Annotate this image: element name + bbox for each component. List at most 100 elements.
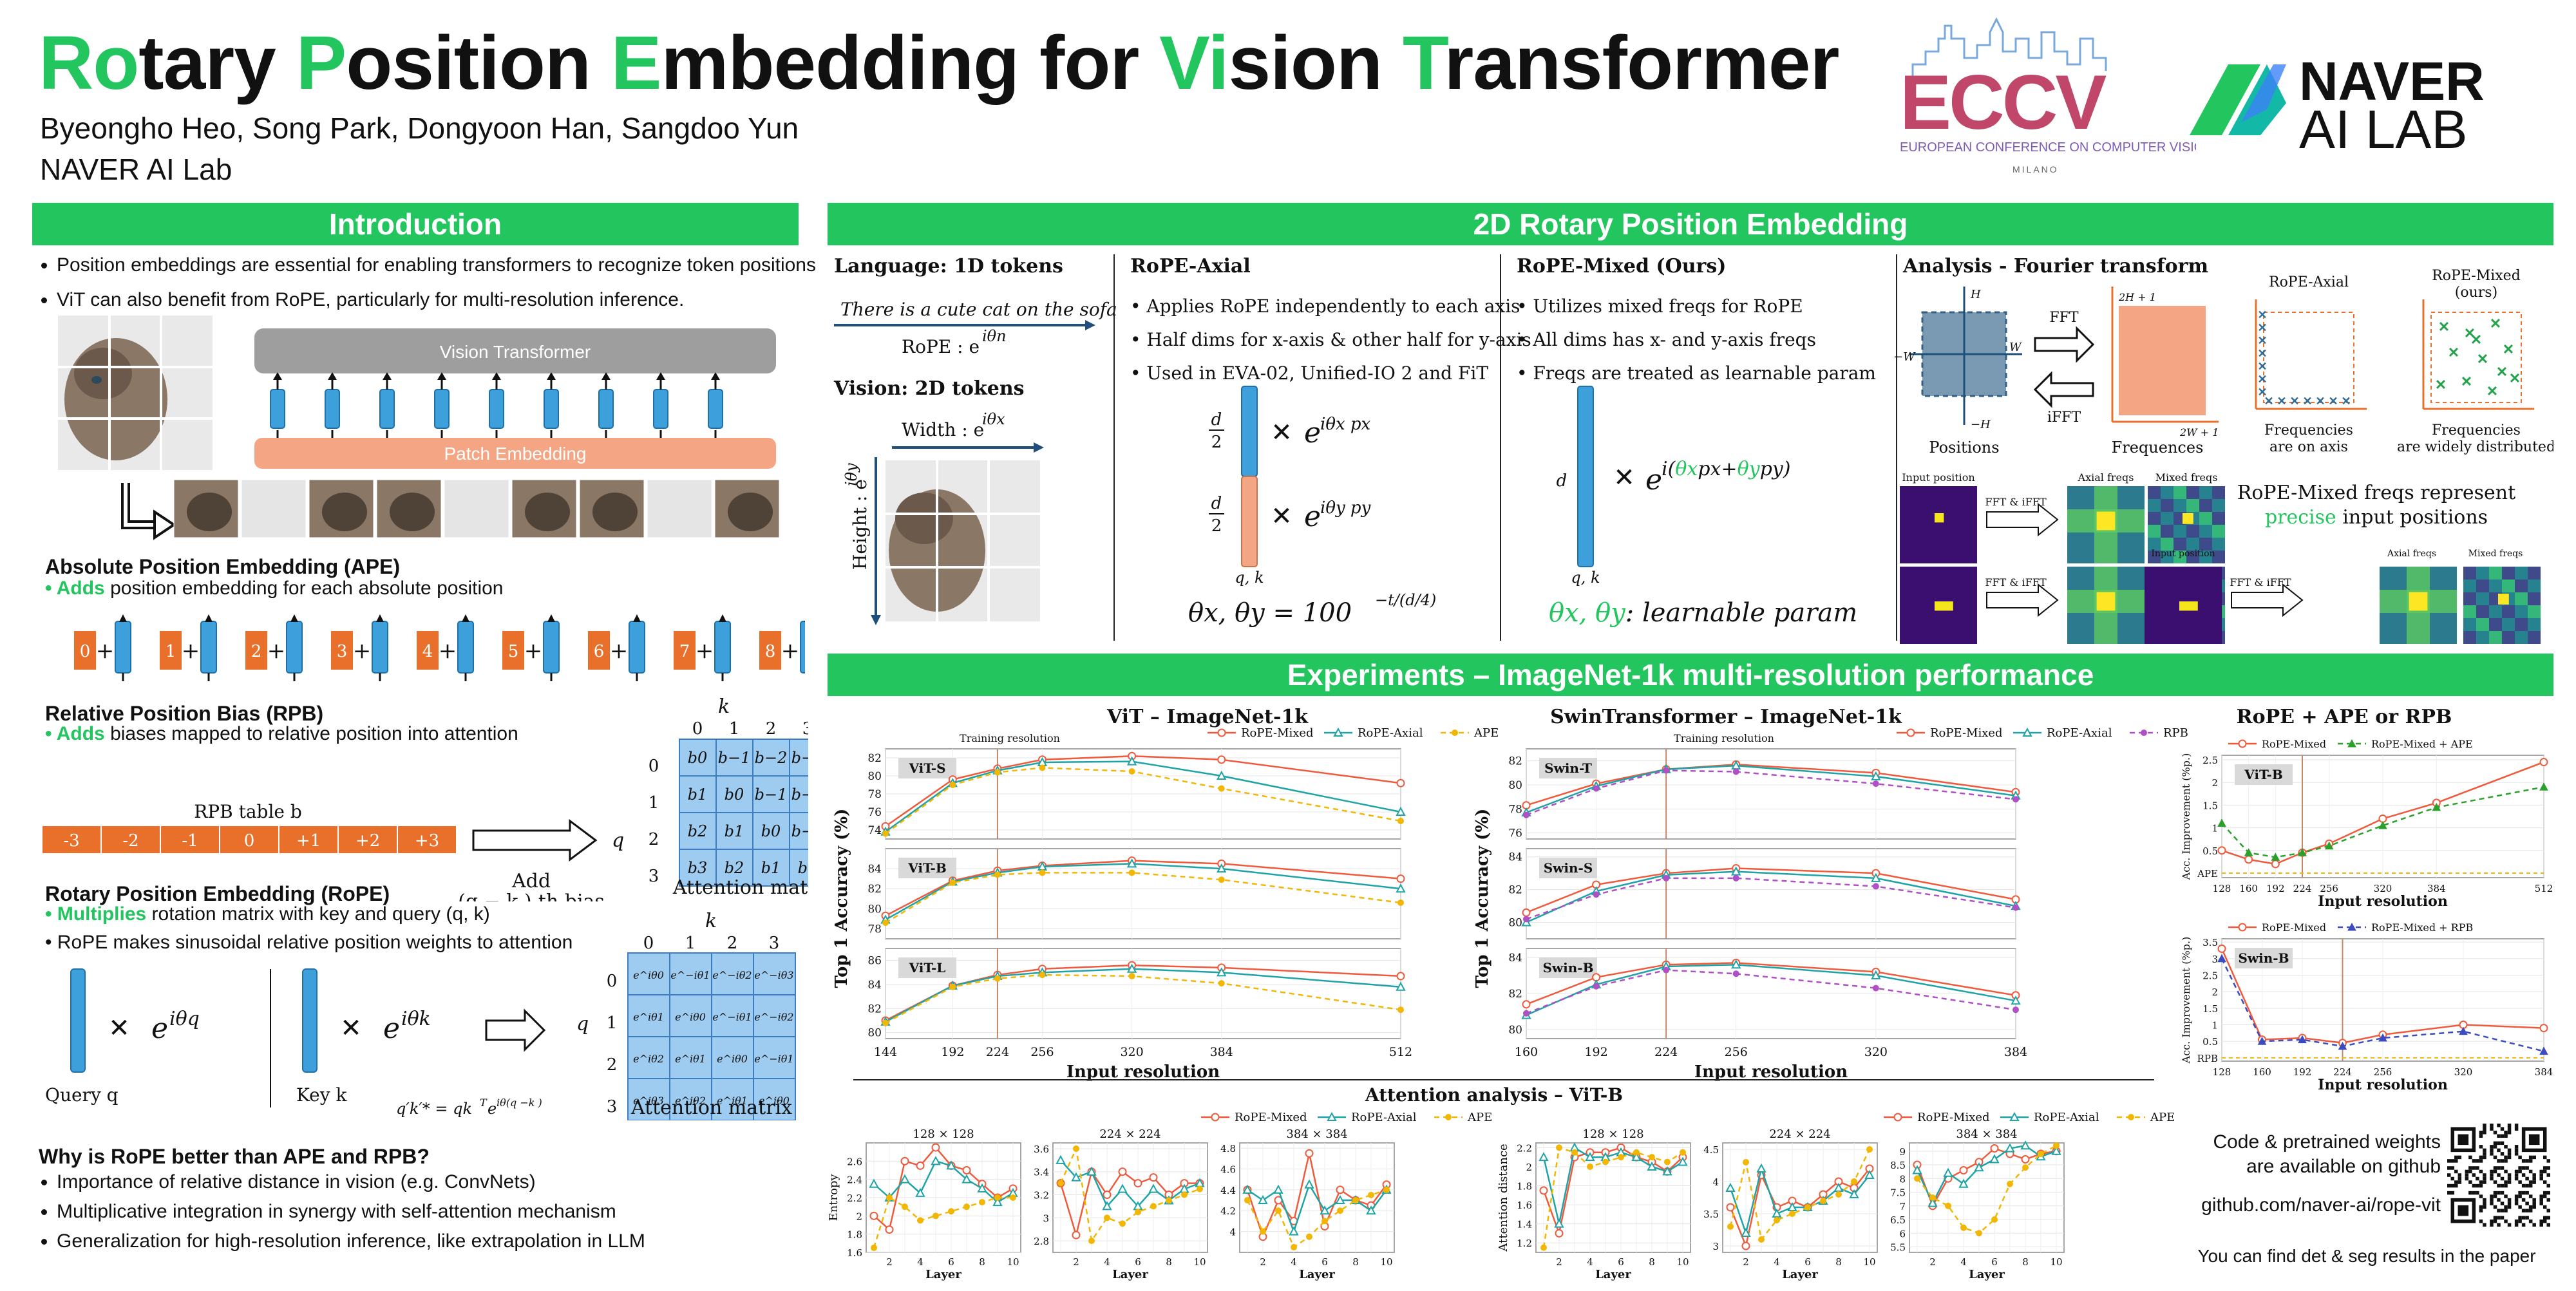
qr-module [2447,1183,2451,1188]
panel-label: ViT-L [909,960,946,975]
x-tick: 192 [941,1045,964,1059]
matrix-cell [715,739,753,777]
data-point [1943,1167,1953,1177]
panel-header: 128 × 128 [1582,1127,1643,1141]
qr-module [2546,1159,2550,1163]
heatmap-cell [2212,551,2225,563]
qr-module [2450,1176,2455,1181]
freq-mark: ✕ [2448,344,2459,361]
axis-label: W [2009,341,2022,354]
qk-label: q, k [1235,569,1264,587]
qr-module [2497,1209,2501,1212]
data-point [1102,1201,1112,1211]
width-exp: iθx [982,410,1005,428]
arrow-head [1085,320,1095,330]
x-tick: 4 [1104,1256,1110,1268]
ape-index: 8 [765,642,776,661]
data-point [1756,1163,1766,1173]
legend-entry: RoPE-Axial [2034,1111,2099,1124]
data-point [977,1183,987,1192]
qr-module [2532,1180,2536,1184]
x-tick: 512 [2535,883,2553,894]
freq-mark: ✕ [2477,351,2488,368]
freq-mark: ✕ [2461,373,2472,390]
svg-text:ECCV: ECCV [1900,59,2107,146]
freq-mark: ✕ [2470,332,2482,348]
data-point [1871,872,1881,882]
data-point [1958,1178,1969,1188]
freq-mark: ✕ [2302,395,2312,408]
data-point [1555,1229,1564,1238]
x-tick: 320 [2454,1066,2473,1078]
y-label: Acc. Improvement (%p.) [2180,937,2192,1064]
title-part: Ro [39,21,139,106]
qr-module [2539,1176,2543,1181]
qr-module [2539,1219,2543,1223]
data-point [1726,1203,1735,1212]
height-exp: iθy [842,463,860,486]
x-tick: 8 [1835,1256,1842,1268]
series-line [873,1146,1014,1231]
axial-heatmap [2067,567,2145,644]
data-point [1680,1149,1686,1156]
data-point [2020,1140,2031,1150]
data-point [1104,1214,1110,1221]
data-point [1244,1197,1251,1204]
naver-ai-lab-logo: NAVER AI LAB [2177,39,2550,160]
qr-module [2539,1198,2543,1202]
panel-tag [898,758,956,778]
axial-heatmap [2380,567,2457,644]
panel-tag [2235,948,2293,968]
qr-module [2521,1223,2526,1227]
rpb-arrow [472,819,598,862]
panel-header: 384 × 384 [1956,1127,2017,1141]
token-bar [629,621,645,674]
panel-label: ViT-B [2244,767,2283,782]
data-point [1540,1244,1547,1251]
data-point [1336,1185,1345,1194]
data-point [1260,1228,1266,1235]
series-line [2221,761,2544,865]
github-link[interactable]: github.com/naver-ai/rope-vit [2201,1194,2441,1216]
heatmap-cell [2528,567,2541,580]
data-point [1396,778,1405,787]
data-point [1383,1186,1390,1193]
qr-module [2528,1219,2533,1223]
series-line [1526,764,2016,814]
y-tick: 4.4 [1220,1185,1236,1196]
data-point [1056,1154,1066,1164]
qr-module [2493,1131,2497,1135]
qr-module [2500,1127,2505,1131]
data-point [886,1194,893,1201]
qr-module [2525,1159,2529,1163]
mixed-heatmap [2463,567,2541,644]
matrix-value: b−1 [755,786,788,804]
matrix-value: b−2 [755,749,788,767]
mixed-bar [1577,386,1594,567]
heatmap-cell [2161,551,2174,563]
rpb-cell-value: 0 [244,831,255,851]
qr-module [2525,1176,2529,1181]
baseline-label: APE [2197,868,2218,880]
panel-label: ViT-S [908,760,945,776]
heatmap-cell [2199,538,2212,551]
axis-label: −H [1971,418,1991,431]
baseline-label: RPB [2197,1053,2218,1064]
matrix-cell [627,952,670,995]
heatmap-dot [1935,601,1953,611]
qr-code[interactable] [2447,1124,2550,1227]
data-point [949,782,956,788]
k-idx: k [705,910,717,932]
qr-module [2500,1134,2505,1138]
matrix-value: b0 [688,749,708,767]
dim-label: 2 [1211,516,1222,536]
qr-module [2546,1173,2550,1177]
ape-embedding [245,631,267,670]
heatmap-cell [2199,512,2212,525]
data-point [1128,869,1135,876]
qr-module [2447,1159,2451,1163]
series-line [1526,877,2016,920]
data-point [1352,1197,1359,1204]
heatmap-cell [2174,538,2186,551]
axial-y-bar [1241,476,1258,567]
